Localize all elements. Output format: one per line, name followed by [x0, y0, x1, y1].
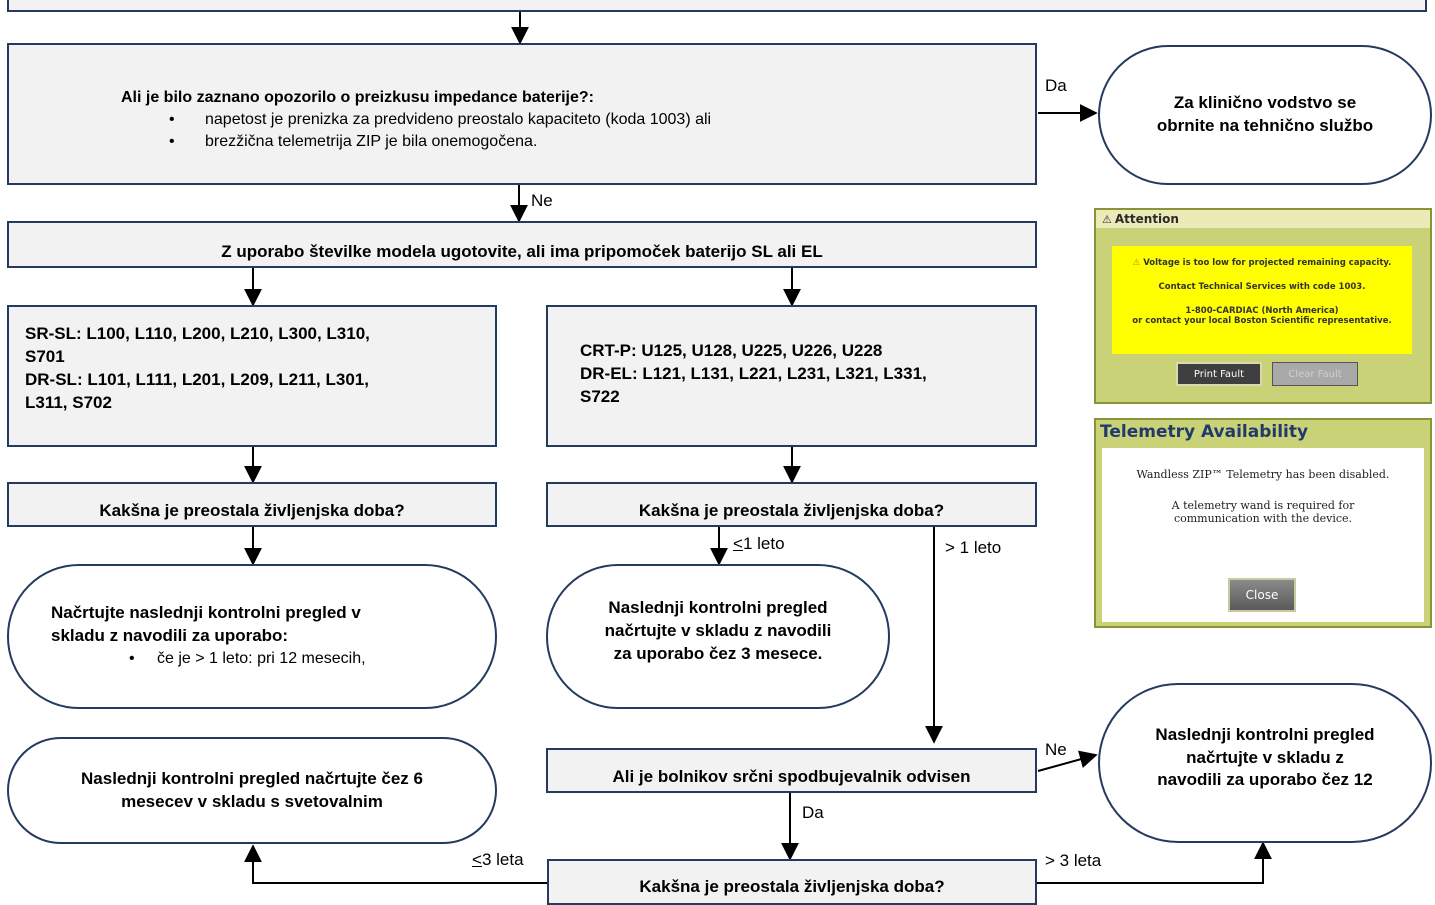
terminal-text: skladu z navodili za uporabo: [51, 625, 289, 645]
contact-tech-service-terminal: Za klinično vodstvo se obrnite na tehnič… [1098, 45, 1432, 185]
question-text: Kakšna je preostala življenjska doba? [639, 877, 945, 896]
question-text: Kakšna je preostala življenjska doba? [638, 501, 945, 520]
telemetry-message-area: Wandless ZIP™ Telemetry has been disable… [1102, 448, 1424, 622]
twelve-month-followup-terminal: Naslednji kontrolni pregled načrtujte v … [1098, 683, 1432, 843]
sl-followup-terminal: Načrtujte naslednji kontrolni pregled v … [7, 564, 497, 709]
attention-message-area: ⚠ Voltage is too low for projected remai… [1112, 246, 1412, 354]
label-ne-top: Ne [531, 191, 553, 210]
question-text: Ali je bolnikov srčni spodbujevalnik odv… [612, 767, 971, 786]
terminal-text: načrtujte v skladu z [1186, 747, 1344, 767]
sl-models-box: SR-SL: L100, L110, L200, L210, L300, L31… [7, 305, 497, 447]
remaining-life-question-sl: Kakšna je preostala življenjska doba? [7, 482, 497, 527]
list-item: •napetost je prenizka za predvideno preo… [169, 111, 712, 128]
label-le-1-year: <1 leto [733, 534, 785, 553]
terminal-text: Naslednji kontrolni pregled načrtujte če… [81, 768, 423, 788]
label-le-3-years: <3 leta [472, 850, 524, 869]
list-item: •brezžična telemetrija ZIP je bila onemo… [169, 133, 538, 150]
telemetry-title: Telemetry Availability [1100, 422, 1309, 442]
label-da-top: Da [1045, 76, 1067, 95]
sl-models-line: DR-SL: L101, L111, L201, L209, L211, L30… [25, 369, 369, 389]
battery-alert-title: Ali je bilo zaznano opozorilo o preizkus… [121, 89, 594, 106]
label-da-dependent: Da [802, 803, 824, 822]
clear-fault-button[interactable]: Clear Fault [1272, 362, 1358, 386]
telemetry-message: A telemetry wand is required for [1171, 499, 1355, 512]
remaining-life-question-bottom: Kakšna je preostala življenjska doba? [547, 859, 1037, 905]
telemetry-message: Wandless ZIP™ Telemetry has been disable… [1136, 468, 1390, 481]
alert-icon: ⚠ [1132, 258, 1141, 268]
terminal-text: Načrtujte naslednji kontrolni pregled v [51, 603, 361, 622]
terminal-text: Naslednji kontrolni pregled [608, 598, 828, 618]
top-process-box [7, 0, 1427, 12]
question-text: Kakšna je preostala življenjska doba? [99, 501, 405, 520]
model-number-box: Z uporabo številke modela ugotovite, ali… [7, 221, 1037, 268]
terminal-text: obrnite na tehnično službo [1156, 116, 1374, 135]
sl-models-line: S701 [25, 346, 65, 366]
label-gt-3-years: > 3 leta [1045, 851, 1102, 870]
battery-alert-question-box: Ali je bilo zaznano opozorilo o preizkus… [7, 43, 1037, 185]
attention-header: ⚠ Attention [1096, 210, 1430, 228]
terminal-text: Naslednji kontrolni pregled [1155, 724, 1375, 744]
telemetry-dialog: Telemetry Availability Wandless ZIP™ Tel… [1094, 418, 1432, 628]
list-item: •če je > 1 leto: pri 12 mesecih, [129, 649, 366, 667]
six-month-followup-terminal: Naslednji kontrolni pregled načrtujte če… [7, 737, 497, 844]
el-models-line: CRT-P: U125, U128, U225, U226, U228 [580, 341, 883, 360]
model-number-text: Z uporabo številke modela ugotovite, ali… [221, 242, 823, 261]
pacemaker-dependent-question: Ali je bolnikov srčni spodbujevalnik odv… [546, 748, 1037, 793]
terminal-text: za uporabo čez 3 mesece. [613, 643, 823, 663]
attention-message: 1-800-CARDIAC (North America) [1185, 306, 1339, 316]
close-button[interactable]: Close [1228, 578, 1296, 612]
el-models-line: DR-EL: L121, L131, L221, L231, L321, L33… [580, 363, 927, 383]
three-month-followup-terminal: Naslednji kontrolni pregled načrtujte v … [546, 564, 890, 709]
terminal-text: Za klinično vodstvo se [1173, 93, 1357, 113]
battery-alert-list: •napetost je prenizka za predvideno preo… [169, 111, 711, 151]
terminal-text: navodili za uporabo čez 12 [1157, 770, 1373, 790]
sl-models-line: SR-SL: L100, L110, L200, L210, L300, L31… [25, 324, 370, 343]
el-models-line: S722 [580, 386, 620, 406]
sl-models-line: L311, S702 [25, 392, 112, 412]
label-gt-1-year: > 1 leto [945, 538, 1002, 557]
attention-message: Contact Technical Services with code 100… [1158, 282, 1366, 292]
attention-message: or contact your local Boston Scientific … [1132, 316, 1392, 326]
el-models-box: CRT-P: U125, U128, U225, U226, U228 DR-E… [546, 305, 1037, 447]
terminal-text: načrtujte v skladu z navodili [604, 621, 832, 641]
telemetry-message: communication with the device. [1173, 512, 1353, 525]
attention-dialog: ⚠ Attention ⚠ Voltage is too low for pro… [1094, 208, 1432, 404]
label-ne-dependent: Ne [1045, 740, 1067, 759]
print-fault-button[interactable]: Print Fault [1176, 362, 1262, 386]
attention-message: Voltage is too low for projected remaini… [1143, 258, 1392, 268]
attention-title: Attention [1114, 212, 1179, 226]
warning-icon: ⚠ [1102, 212, 1112, 226]
terminal-text: mesecev v skladu s svetovalnim [121, 791, 383, 811]
remaining-life-question-el: Kakšna je preostala življenjska doba? [546, 482, 1037, 527]
